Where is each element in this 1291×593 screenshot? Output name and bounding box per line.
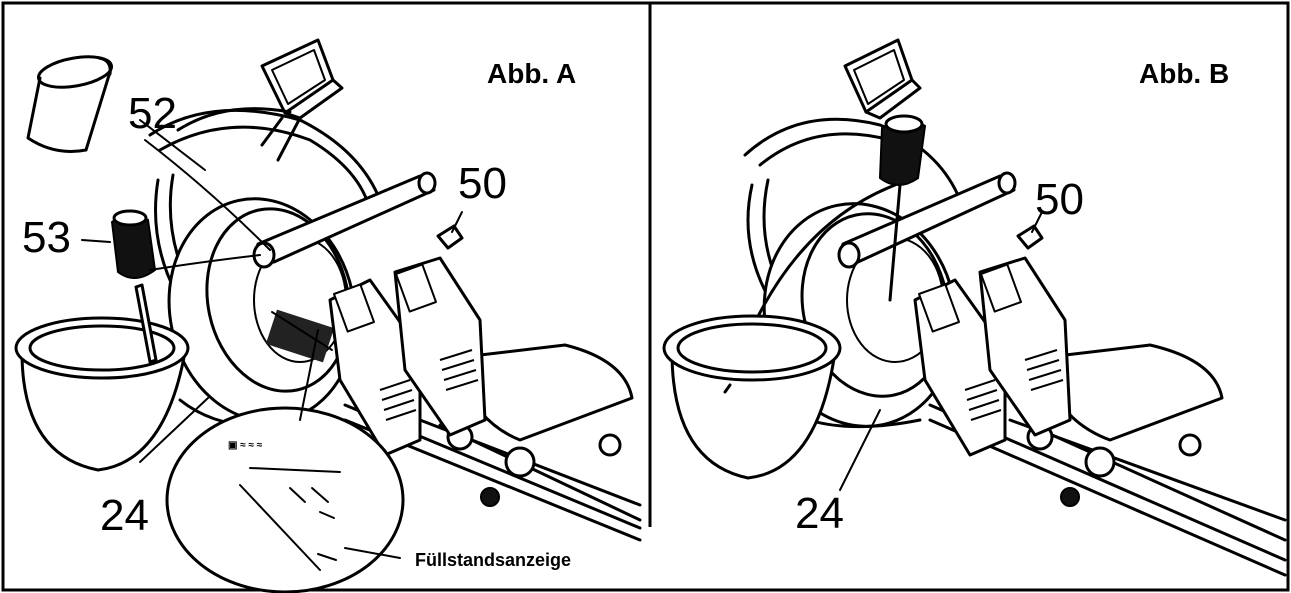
svg-text:▣ ≈ ≈ ≈: ▣ ≈ ≈ ≈ [228, 440, 263, 451]
callout-53-leader [81, 239, 111, 243]
panel-a-plug [436, 211, 464, 250]
panel-b-callout-24: 24 [795, 489, 844, 538]
panel-b-monitor [843, 38, 922, 120]
panel-a-bucket [14, 316, 190, 472]
panel-a-handlebar [252, 171, 437, 269]
panel-b-callout-24-leader [839, 409, 881, 491]
panel-a-pump [110, 209, 261, 364]
panel-b-pump [878, 114, 927, 302]
caption-leader [344, 547, 401, 559]
panel-a-monitor [260, 38, 344, 162]
callout-53: 53 [22, 213, 71, 262]
callout-52-leader [139, 119, 206, 171]
callout-52: 52 [128, 89, 177, 138]
panel-b-footrests [913, 256, 1072, 457]
panel-a-magnifier: ▣ ≈ ≈ ≈ [165, 329, 405, 593]
panel-a-small-bucket [26, 55, 114, 153]
panel-b-plug [1016, 211, 1044, 250]
callout-50: 50 [458, 159, 507, 208]
panel-a-title: Abb. A [487, 58, 576, 89]
callout-24-leader [139, 397, 209, 463]
panel-a-hose [144, 139, 271, 251]
panel-a: Abb. A [14, 38, 642, 593]
callout-24: 24 [100, 491, 149, 540]
panel-b-bucket [662, 314, 842, 480]
panel-b-handlebar [837, 171, 1017, 269]
level-indicator-caption: Füllstandsanzeige [415, 550, 571, 570]
panel-a-level-scale [265, 309, 335, 363]
panel-b-title: Abb. B [1139, 58, 1229, 89]
panel-a-footrests [328, 256, 487, 457]
panel-b: Abb. B [662, 38, 1287, 577]
panel-b-callout-50: 50 [1035, 175, 1084, 224]
